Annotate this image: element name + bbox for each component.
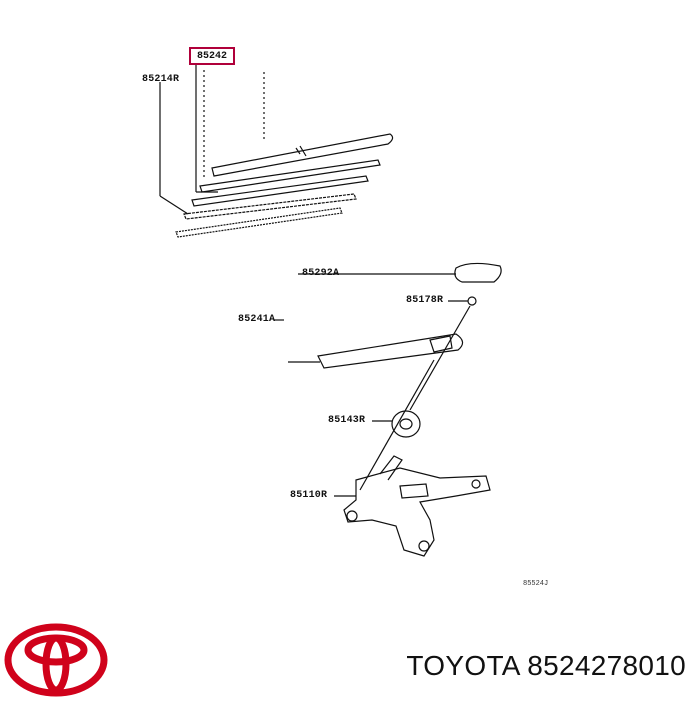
motor-mount — [346, 510, 358, 522]
toyota-logo — [4, 623, 108, 697]
nut — [467, 296, 477, 306]
wiper-blade — [211, 133, 394, 177]
assembly-guide — [409, 305, 471, 411]
diagram-reference-code: 85524J — [523, 580, 549, 588]
callout-highlighted: 85242 — [189, 47, 235, 65]
blade-clip — [295, 145, 307, 157]
motor-mount — [418, 540, 430, 552]
motor-shaft — [379, 455, 403, 481]
seal-ring — [391, 410, 421, 438]
assembly-guide — [359, 359, 435, 491]
rubber-strip-85214R — [175, 207, 343, 238]
pivot-cap — [454, 262, 502, 283]
seal-ring-inner — [399, 418, 413, 430]
rubber-strip — [183, 193, 357, 220]
callout-85214R: 85214R — [142, 74, 180, 85]
rubber-strip — [191, 175, 369, 207]
wiper-arm — [317, 333, 464, 369]
callout-85292A: 85292A — [302, 268, 340, 279]
callout-85241A: 85241A — [238, 314, 276, 325]
callout-85178R: 85178R — [406, 295, 444, 306]
motor-mount — [471, 479, 481, 489]
part-caption: TOYOTA 8524278010 — [406, 650, 686, 681]
wiper-motor — [343, 467, 491, 557]
callout-85110R: 85110R — [290, 490, 328, 501]
bracket-line — [159, 195, 189, 215]
callout-85143R: 85143R — [328, 415, 366, 426]
arm-hub — [429, 335, 453, 353]
rubber-strip — [199, 159, 381, 193]
motor-housing — [399, 483, 429, 499]
